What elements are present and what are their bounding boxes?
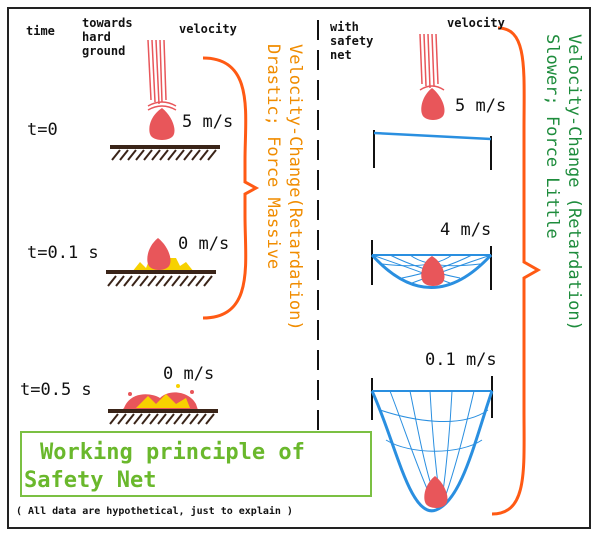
safety-net-flat [373, 130, 492, 170]
title-line-1: Working principle of [40, 440, 305, 465]
right-caption: Velocity-Change (Retardation) Slower; Fo… [541, 34, 585, 331]
diagram-frame [7, 7, 591, 529]
right-caption-line-1: Velocity-Change (Retardation) [564, 34, 584, 331]
velocity-label-3: 0 m/s [163, 364, 215, 384]
left-brace [202, 56, 260, 320]
title-box: Working principle of Safety Net [20, 431, 372, 497]
left-caption-line-1: Velocity-Change(Retardation) [285, 44, 305, 331]
right-brace [491, 26, 542, 516]
header-towards-hard-ground: towards hard ground [82, 16, 133, 58]
header-time: time [26, 24, 55, 38]
hard-ground-2 [106, 270, 216, 287]
impact-egg [132, 238, 194, 272]
left-caption-line-2: Drastic; Force Massive [263, 44, 283, 270]
time-label-3: t=0.5 s [20, 380, 92, 400]
disclaimer-note: ( All data are hypothetical, just to exp… [16, 506, 293, 517]
velocity-label-2: 0 m/s [178, 234, 230, 254]
net-velocity-3: 0.1 m/s [425, 350, 497, 370]
velocity-label-1: 5 m/s [182, 112, 234, 132]
time-label-1: t=0 [27, 120, 58, 140]
broken-egg [122, 384, 198, 410]
title-line-2: Safety Net [24, 468, 157, 493]
safety-net-stretched [370, 240, 493, 290]
safety-net-deep [370, 376, 494, 513]
falling-egg-left [147, 39, 177, 140]
hard-ground-3 [108, 409, 218, 425]
header-velocity-right: velocity [447, 16, 505, 30]
hard-ground-1 [110, 145, 220, 161]
header-with-safety-net: with safety net [330, 20, 374, 62]
net-velocity-2: 4 m/s [440, 220, 492, 240]
time-label-2: t=0.1 s [27, 243, 99, 263]
net-velocity-1: 5 m/s [455, 96, 507, 116]
right-caption-line-2: Slower; Force Little [542, 34, 562, 239]
left-caption: Velocity-Change(Retardation) Drastic; Fo… [262, 44, 306, 331]
falling-egg-right [419, 33, 445, 120]
header-velocity-left: velocity [179, 22, 237, 36]
